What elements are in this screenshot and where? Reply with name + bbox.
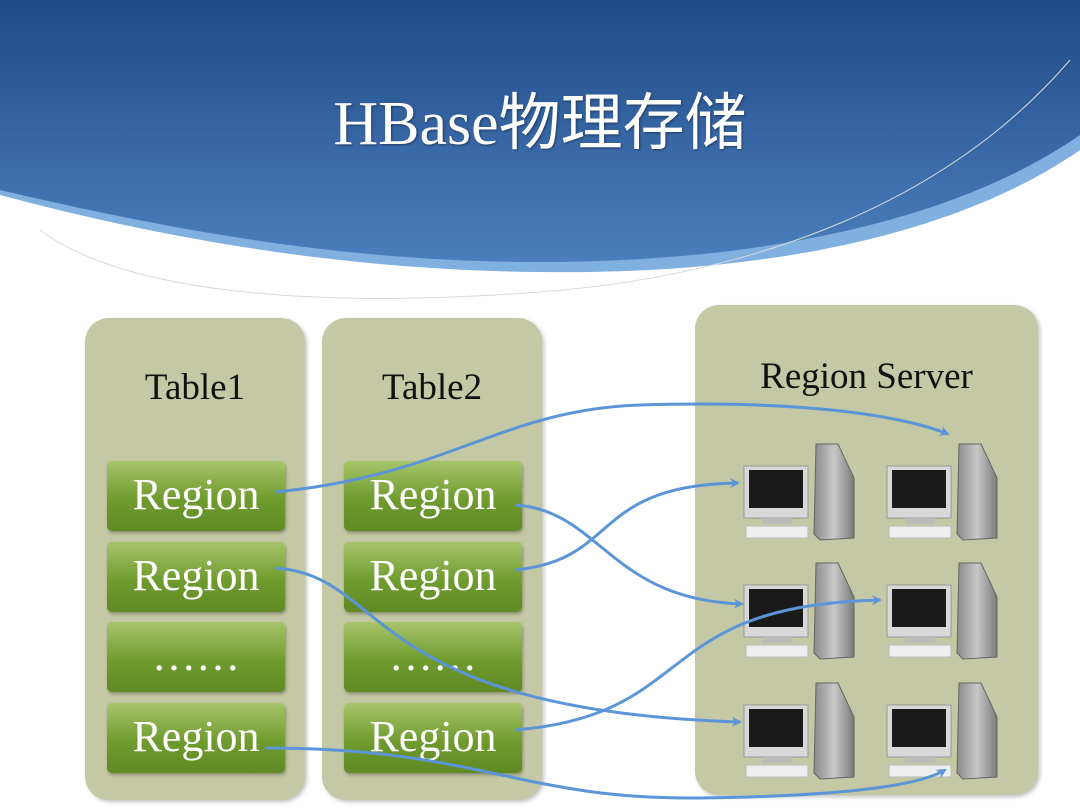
table2-region-2: Region <box>344 542 522 612</box>
table1-region-ellipsis: …… <box>107 622 285 692</box>
computer-icon <box>742 438 862 548</box>
computer-icon <box>742 677 862 787</box>
computer-icon <box>885 438 1005 548</box>
arrow-t1r1 <box>274 402 950 494</box>
computer-icon <box>885 677 1005 787</box>
table1-label: Table1 <box>144 367 246 408</box>
table1-region-4: Region <box>107 703 285 773</box>
table1-region-2: Region <box>107 542 285 612</box>
region-server-label: Region Server <box>760 356 973 397</box>
arrow-t2r1 <box>514 503 744 609</box>
arrow-t1r4 <box>264 746 947 800</box>
table2-label: Table2 <box>381 367 483 408</box>
table2-region-1: Region <box>344 461 522 531</box>
computer-icon <box>885 557 1005 667</box>
table1-region-1: Region <box>107 461 285 531</box>
arrow-t2r2 <box>514 478 740 572</box>
arrow-t2r4 <box>514 595 882 732</box>
slide-title: HBase物理存储 <box>333 90 747 158</box>
